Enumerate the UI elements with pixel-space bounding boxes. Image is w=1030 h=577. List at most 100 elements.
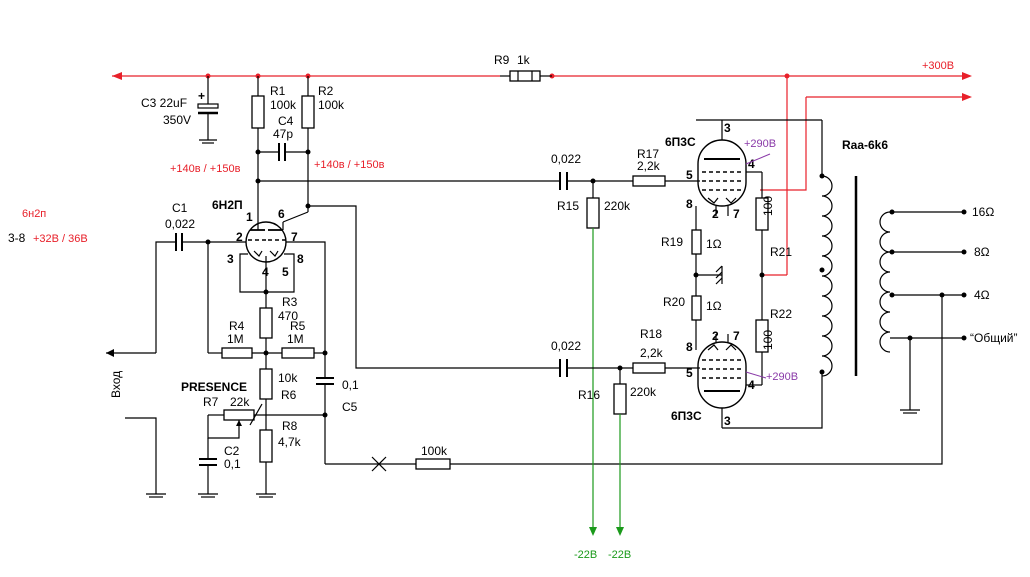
resistor-r19 (691, 229, 702, 255)
svg-text:3: 3 (724, 414, 731, 428)
svg-text:470: 470 (278, 309, 298, 323)
svg-text:2,2k: 2,2k (637, 159, 661, 173)
supply-rail (112, 72, 972, 275)
svg-text:47p: 47p (273, 127, 293, 141)
svg-text:R1: R1 (270, 84, 286, 98)
capacitor-c4: C4 47p (255, 114, 311, 161)
side-note-pins: 3-8 (8, 231, 26, 245)
svg-text:1: 1 (246, 210, 253, 224)
svg-text:4,7k: 4,7k (278, 435, 302, 449)
input-connector: Вход (106, 349, 166, 498)
svg-text:22k: 22k (230, 395, 250, 409)
svg-text:Вход: Вход (109, 371, 123, 398)
bias-left-label: -22В (574, 549, 597, 561)
svg-text:0,022: 0,022 (551, 339, 581, 353)
svg-text:2,2k: 2,2k (640, 346, 664, 360)
resistor-r6: 10k R6 (259, 368, 298, 430)
top-tube-voltage: +290В (744, 138, 776, 150)
supply-voltage-label: +300В (922, 60, 954, 72)
svg-text:C1: C1 (172, 201, 188, 215)
svg-text:R17: R17 (637, 147, 659, 161)
resistor-r15 (586, 197, 600, 229)
potentiometer-r7: PRESENCE R7 22k (181, 380, 325, 439)
output-tube-top-name: 6П3С (665, 135, 696, 149)
svg-text:4: 4 (748, 378, 755, 392)
svg-text:R18: R18 (640, 327, 662, 341)
svg-text:R22: R22 (770, 307, 792, 321)
svg-text:100: 100 (761, 196, 775, 216)
svg-text:100k: 100k (270, 98, 297, 112)
svg-text:R2: R2 (318, 84, 334, 98)
output-tube-bottom: 8 2 7 5 4 3 6П3С (671, 329, 755, 428)
svg-text:220k: 220k (604, 199, 631, 213)
feedback-path: 100k (325, 295, 943, 472)
svg-text:0,1: 0,1 (342, 378, 359, 392)
svg-text:1Ω: 1Ω (706, 299, 722, 313)
svg-text:3: 3 (724, 121, 731, 135)
svg-text:5: 5 (686, 168, 693, 182)
svg-text:2: 2 (236, 230, 243, 244)
resistor-r5 (281, 347, 315, 359)
svg-text:+: + (198, 89, 205, 103)
svg-text:R9: R9 (494, 53, 510, 67)
svg-text:3: 3 (227, 252, 234, 266)
svg-text:R20: R20 (663, 295, 685, 309)
tap-common: “Общий” (970, 331, 1017, 345)
resistor-r2: R2 100k (301, 76, 345, 206)
bottom-tube-voltage: +290В (766, 371, 798, 383)
resistor-r16 (613, 383, 627, 415)
svg-text:4: 4 (748, 157, 755, 171)
svg-text:R5: R5 (290, 319, 306, 333)
svg-text:2: 2 (712, 207, 719, 221)
resistor-r20 (691, 295, 702, 321)
svg-text:C4: C4 (278, 114, 294, 128)
svg-text:R16: R16 (578, 388, 600, 402)
output-tube-bottom-name: 6П3С (671, 409, 702, 423)
svg-text:5: 5 (686, 366, 693, 380)
svg-text:8: 8 (686, 340, 693, 354)
resistor-r4 (221, 347, 253, 359)
transformer-label: Raa-6k6 (842, 138, 888, 152)
svg-text:1k: 1k (517, 53, 531, 67)
svg-text:R6: R6 (281, 388, 297, 402)
resistor-r17 (632, 175, 666, 187)
tap-4-ohm: 4Ω (974, 288, 990, 302)
svg-text:R21: R21 (770, 245, 792, 259)
svg-text:R4: R4 (229, 319, 245, 333)
svg-text:6: 6 (278, 207, 285, 221)
svg-text:1M: 1M (227, 332, 244, 346)
capacitor-c5: 0,1 C5 (316, 377, 359, 464)
svg-text:5: 5 (282, 265, 289, 279)
svg-text:1M: 1M (287, 332, 304, 346)
svg-text:0,022: 0,022 (165, 217, 195, 231)
svg-text:7: 7 (733, 207, 740, 221)
resistor-r18 (632, 362, 666, 374)
svg-text:C2: C2 (224, 444, 240, 458)
svg-text:8: 8 (297, 252, 304, 266)
capacitor-c1: C1 0,022 (155, 201, 195, 353)
svg-text:R19: R19 (661, 235, 683, 249)
capacitor-c2: C2 0,1 (198, 438, 241, 498)
svg-text:220k: 220k (630, 385, 657, 399)
resistor-r3: R3 470 (259, 292, 298, 369)
anode-voltage-right: +140в / +150в (314, 159, 385, 171)
resistor-r8: R8 4,7k (256, 419, 302, 498)
tap-16-ohm: 16Ω (972, 205, 994, 219)
svg-text:R15: R15 (557, 199, 579, 213)
output-transformer: Raa-6k6 16Ω 8Ω 4Ω “Общий” (819, 138, 1017, 414)
svg-text:1Ω: 1Ω (706, 237, 722, 251)
svg-text:10k: 10k (278, 371, 298, 385)
svg-text:100: 100 (761, 330, 775, 350)
svg-text:2: 2 (712, 329, 719, 343)
svg-text:7: 7 (291, 230, 298, 244)
svg-text:0,1: 0,1 (224, 457, 241, 471)
side-note-tube: 6н2п (22, 208, 46, 220)
tap-8-ohm: 8Ω (974, 245, 990, 259)
svg-text:R7: R7 (203, 395, 219, 409)
bias-right-label: -22В (608, 549, 631, 561)
svg-text:8: 8 (686, 197, 693, 211)
resistor-r1: R1 100k (251, 76, 297, 220)
svg-text:100k: 100k (421, 444, 448, 458)
side-note-voltages: +32В / 36В (33, 233, 88, 245)
